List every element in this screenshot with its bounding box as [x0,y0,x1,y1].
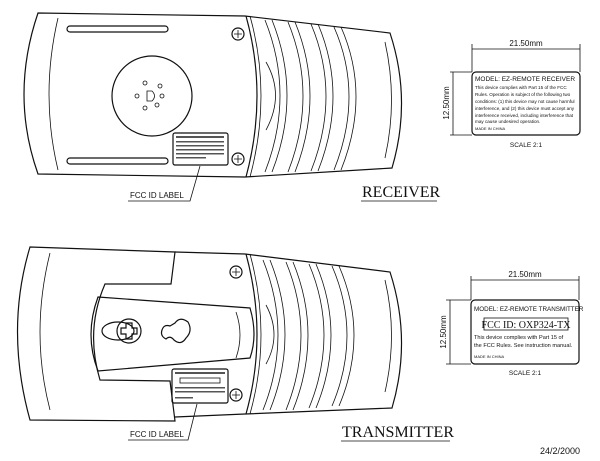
svg-text:conditions: (1) this device ma: conditions: (1) this device may not caus… [475,99,575,104]
svg-text:SCALE 2:1: SCALE 2:1 [509,370,542,377]
fcc-id-label-callout: FCC ID LABEL [130,430,184,439]
fcc-id-label-small [171,368,229,404]
belt-clip [90,296,255,372]
slot [66,25,169,33]
fcc-id-label-small [172,132,229,166]
svg-text:FCC ID: OXP324-TX: FCC ID: OXP324-TX [482,320,572,331]
svg-text:MODEL: EZ-REMOTE RECEIVER: MODEL: EZ-REMOTE RECEIVER [475,76,575,83]
fcc-id-label-callout: FCC ID LABEL [130,191,184,200]
svg-text:may cause undesired operation.: may cause undesired operation. [475,119,540,124]
slot [66,157,169,165]
screw-icon [229,265,243,279]
svg-text:This device complies with Part: This device complies with Part 15 of [474,335,564,341]
svg-text:interference, and (2) this dev: interference, and (2) this device must a… [475,106,575,111]
svg-text:This device complies with Part: This device complies with Part 15 of the… [475,85,567,90]
svg-text:21.50mm: 21.50mm [509,39,543,48]
screw-icon [231,27,245,41]
svg-text:12.50mm: 12.50mm [439,315,448,349]
svg-text:the FCC Rules. See instruction: the FCC Rules. See instruction manual. [474,343,573,349]
svg-text:Rules. Operation is subject of: Rules. Operation is subject of the follo… [475,92,571,97]
screw-icon [231,152,245,166]
svg-text:21.50mm: 21.50mm [508,270,542,279]
transmitter-drawing: FCC ID LABEL TRANSMITTER [16,246,454,442]
transmitter-label-detail: 21.50mm 12.50mm MODEL: EZ-REMOTE TRANSMI… [439,270,584,377]
svg-text:MADE IN CHINA: MADE IN CHINA [474,354,505,359]
svg-text:SCALE 2:1: SCALE 2:1 [510,142,543,149]
svg-text:MODEL: EZ-REMOTE TRANSMITTER: MODEL: EZ-REMOTE TRANSMITTER [474,306,584,313]
receiver-label-detail: 21.50mm 12.50mm MODEL: EZ-REMOTE RECEIVE… [442,39,581,149]
svg-text:interference received, includi: interference received, including interfe… [475,113,574,118]
svg-text:MADE IN CHINA: MADE IN CHINA [475,126,506,131]
screw-icon [229,388,243,402]
transmitter-title: TRANSMITTER [342,424,454,441]
speaker-grille [111,55,193,137]
drawing-date: 24/2/2000 [540,446,580,456]
receiver-title: RECEIVER [362,184,441,201]
keyhole [160,318,191,344]
receiver-drawing: FCC ID LABEL RECEIVER [23,12,441,202]
svg-text:12.50mm: 12.50mm [442,86,451,120]
screw-icon [116,318,142,344]
